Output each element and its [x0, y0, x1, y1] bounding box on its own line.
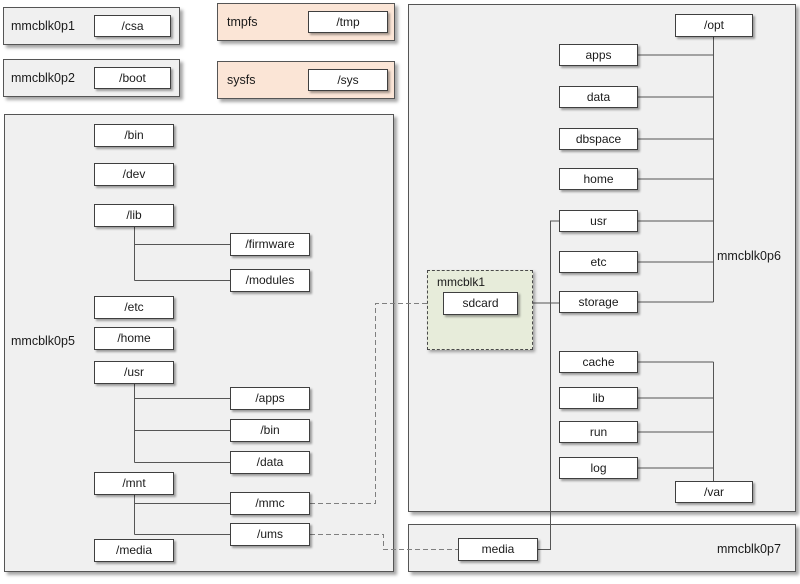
- node-usr-apps: /apps: [230, 387, 310, 410]
- mount-sdcard: sdcard: [443, 292, 518, 315]
- node-modules: /modules: [230, 269, 310, 292]
- node-opt: /opt: [675, 14, 753, 37]
- node-mnt-mmc: /mmc: [230, 492, 310, 515]
- partition-mmcblk1-label: mmcblk1: [437, 275, 486, 289]
- mount-tmp: /tmp: [308, 11, 388, 33]
- node-opt-dbspace: dbspace: [559, 128, 638, 150]
- mount-sys: /sys: [308, 69, 388, 91]
- node-firmware: /firmware: [230, 233, 310, 256]
- partition-mmcblk0p1-label: mmcblk0p1: [11, 19, 75, 33]
- partition-mmcblk0p5-label: mmcblk0p5: [11, 334, 75, 348]
- node-etc: /etc: [94, 296, 174, 319]
- node-opt-storage: storage: [559, 291, 638, 313]
- node-home: /home: [94, 327, 174, 350]
- node-opt-etc: etc: [559, 251, 638, 273]
- node-mnt: /mnt: [94, 472, 174, 495]
- node-usr: /usr: [94, 361, 174, 384]
- node-bin: /bin: [94, 124, 174, 147]
- mount-boot: /boot: [94, 67, 171, 89]
- node-opt-data: data: [559, 86, 638, 108]
- node-var-run: run: [559, 421, 638, 443]
- partition-sysfs-label: sysfs: [227, 73, 256, 87]
- mount-csa: /csa: [94, 15, 171, 37]
- node-lib: /lib: [94, 204, 174, 227]
- partition-tmpfs-label: tmpfs: [227, 15, 258, 29]
- partition-mmcblk0p6-label: mmcblk0p6: [717, 249, 781, 263]
- partition-mmcblk0p7-label: mmcblk0p7: [717, 542, 781, 556]
- node-opt-apps: apps: [559, 44, 638, 66]
- node-var-log: log: [559, 457, 638, 479]
- partition-mmcblk0p2-label: mmcblk0p2: [11, 71, 75, 85]
- node-p7-media: media: [458, 538, 538, 561]
- node-dev: /dev: [94, 163, 174, 186]
- node-mnt-ums: /ums: [230, 523, 310, 546]
- node-var-lib: lib: [559, 387, 638, 409]
- node-var: /var: [675, 481, 753, 503]
- node-media: /media: [94, 539, 174, 562]
- node-var-cache: cache: [559, 351, 638, 373]
- node-usr-bin: /bin: [230, 419, 310, 442]
- node-usr-data: /data: [230, 451, 310, 474]
- node-opt-home: home: [559, 168, 638, 190]
- node-opt-usr: usr: [559, 210, 638, 232]
